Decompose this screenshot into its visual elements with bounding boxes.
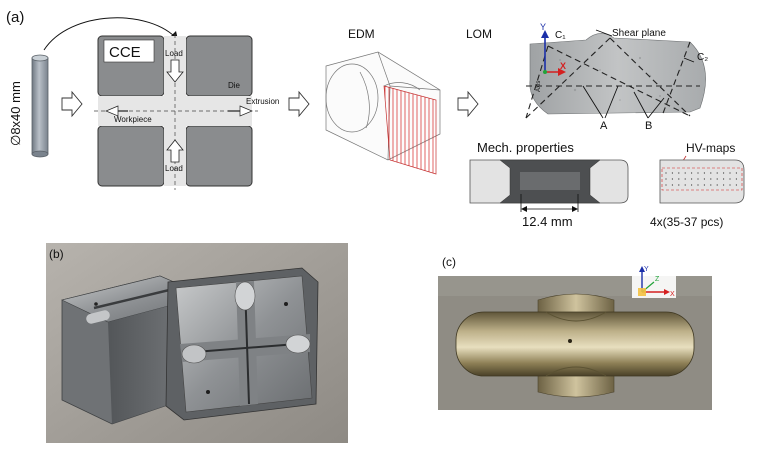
hv-indent-dot	[671, 178, 674, 180]
extrusion-label: Extrusion	[246, 97, 279, 106]
hv-indent-dot	[684, 184, 686, 186]
lom-label: LOM	[466, 27, 492, 41]
lom-y-axis-label: Y	[540, 22, 546, 32]
cce-die	[94, 34, 258, 190]
label-b: B	[645, 120, 652, 132]
hv-indent-dot	[735, 172, 738, 174]
triad-x-label: X	[670, 291, 675, 298]
hv-indent-dot	[703, 178, 706, 180]
panel-label-a: (a)	[6, 9, 24, 26]
hv-indent-dot	[723, 184, 725, 186]
hv-indent-dot	[665, 184, 667, 186]
step-arrow-1	[61, 90, 83, 118]
tensile-specimen	[469, 159, 629, 212]
hv-indent-dot	[671, 184, 674, 186]
hv-indent-dot	[678, 178, 680, 180]
hv-indent-dot	[697, 178, 699, 180]
step-arrow-3	[457, 90, 479, 118]
hv-indent-dot	[716, 172, 718, 174]
hv-indent-dot	[729, 184, 731, 186]
hv-specimen	[659, 159, 745, 204]
hv-indent-dot	[716, 178, 718, 180]
lom-image	[525, 29, 706, 119]
hv-indent-dot	[729, 178, 731, 180]
hv-indent-dot	[710, 172, 712, 174]
hv-indent-dot	[697, 184, 699, 186]
shear-plane-label: Shear plane	[612, 28, 666, 39]
coordinate-triad	[632, 262, 676, 298]
load-bottom-label: Load	[165, 164, 183, 173]
load-top-label: Load	[165, 49, 183, 58]
hv-indent-dot	[735, 178, 738, 180]
cce-title: CCE	[109, 44, 141, 61]
hv-count-label: 4x(35-37 pcs)	[650, 215, 723, 229]
curved-arrow	[43, 17, 179, 51]
hv-indent-dot	[697, 172, 699, 174]
die-label: Die	[228, 81, 241, 90]
hv-indent-dot	[703, 172, 706, 174]
edm-label: EDM	[348, 27, 375, 41]
hv-indent-dot	[684, 172, 686, 174]
hv-indent-dot	[671, 172, 674, 174]
hv-indent-dot	[703, 184, 706, 186]
edm-sketch	[325, 51, 441, 175]
workpiece-label: Workpiece	[114, 115, 152, 124]
hv-indent-dot	[716, 184, 718, 186]
lom-axis-caption: Axis	[536, 81, 542, 92]
hv-indent-dot	[723, 178, 725, 180]
step-arrow-2	[288, 90, 310, 118]
panel-label-b: (b)	[49, 247, 64, 261]
c2-label: C₂	[697, 52, 708, 63]
triad-y-label: Y	[644, 266, 649, 273]
hv-indent-dot	[723, 172, 725, 174]
hv-indent-dot	[710, 184, 712, 186]
gauge-length-label: 12.4 mm	[522, 214, 573, 229]
hv-indent-dot	[678, 172, 680, 174]
c1-label: C₁	[555, 30, 566, 41]
hv-indent-dot	[678, 184, 680, 186]
hv-indent-dot	[665, 172, 667, 174]
hv-indent-dot	[684, 178, 686, 180]
hv-title: HV-maps	[686, 141, 735, 155]
hv-indent-dot	[691, 172, 693, 174]
billet	[31, 54, 49, 158]
hv-indent-dot	[735, 184, 738, 186]
label-a: A	[600, 120, 608, 132]
hv-indent-dot	[691, 178, 693, 180]
triad-z-label: Z	[655, 276, 660, 283]
panel-label-c: (c)	[442, 255, 456, 269]
mech-title: Mech. properties	[477, 140, 574, 155]
hv-indent-dot	[710, 178, 712, 180]
billet-size-label: ∅8x40 mm	[8, 81, 23, 146]
hv-indent-dot	[729, 172, 731, 174]
hv-indent-dot	[665, 178, 667, 180]
panel-b-photo	[46, 243, 348, 443]
hv-indent-dot	[691, 184, 693, 186]
lom-x-axis-label: X	[560, 61, 566, 71]
